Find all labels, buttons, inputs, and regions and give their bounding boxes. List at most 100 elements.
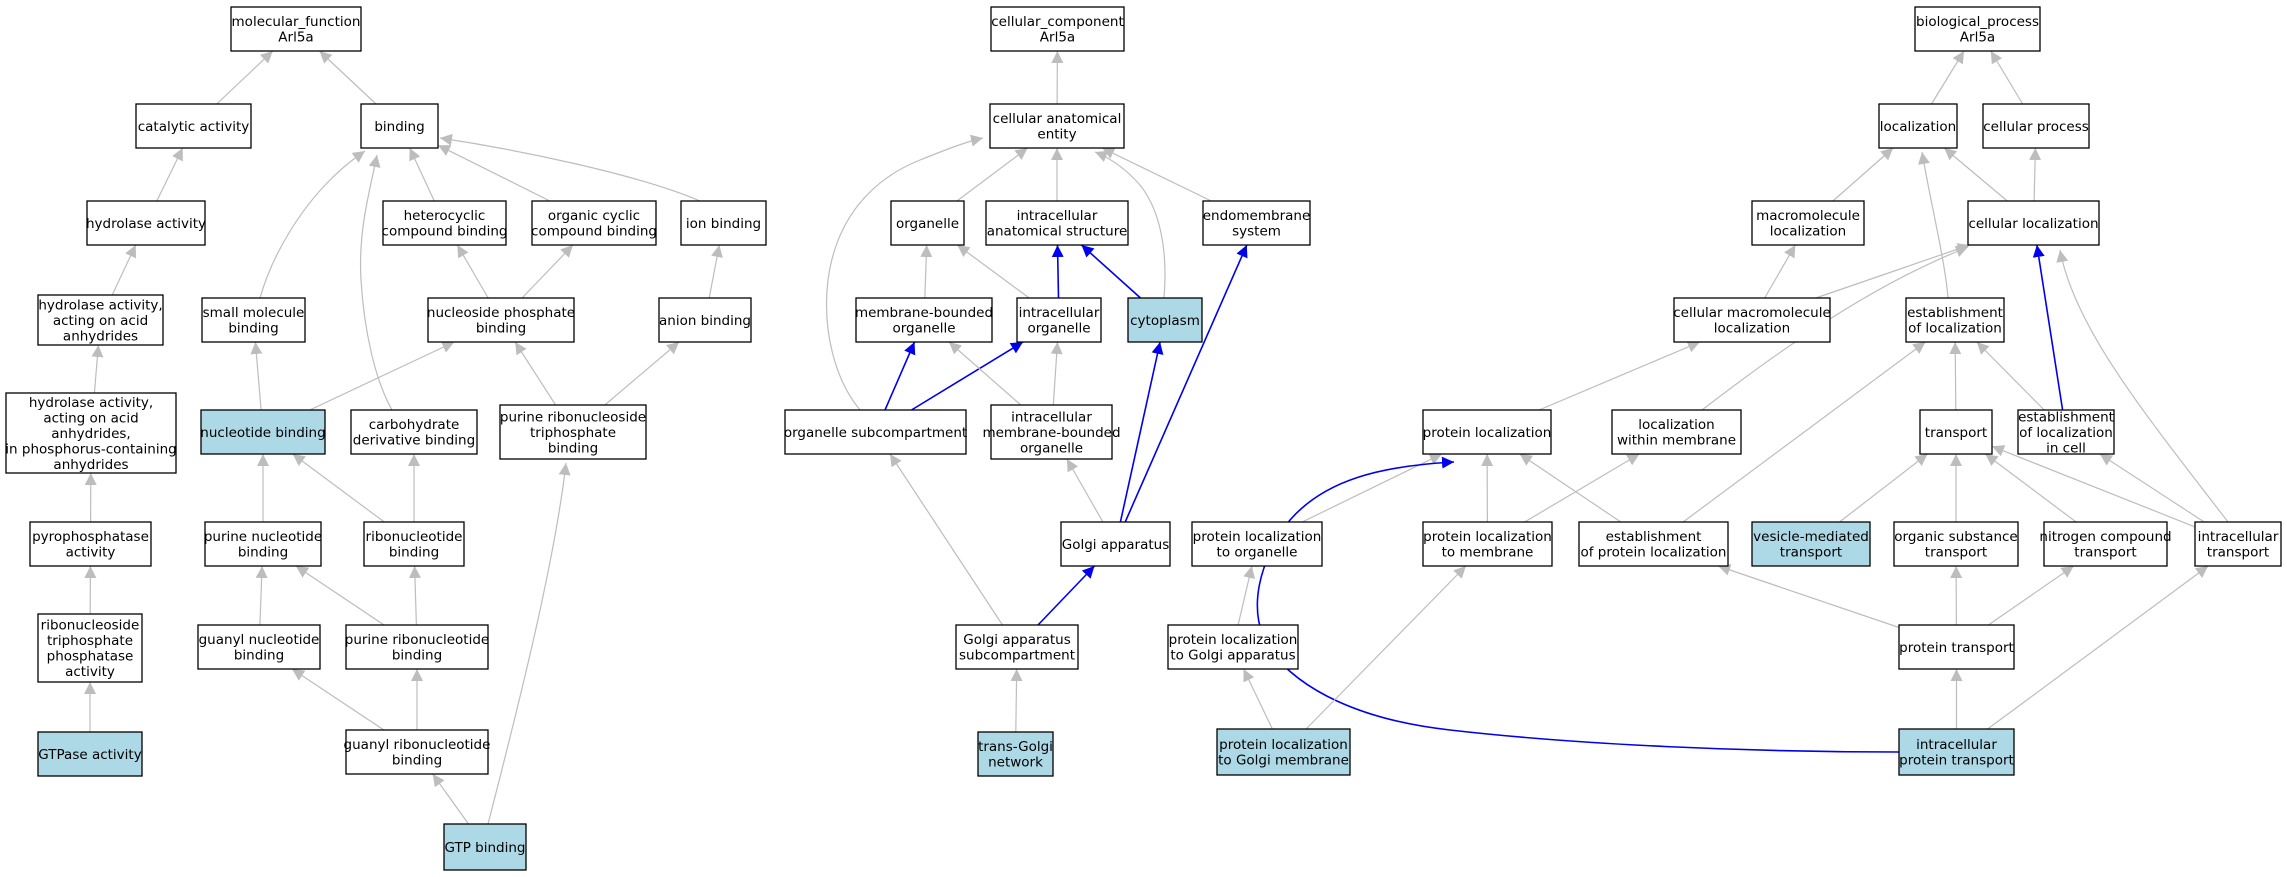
- edge-hydacid-to-hydrolase: [111, 244, 137, 296]
- node-label: membrane-bounded: [855, 305, 993, 321]
- node-label: anhydrides,: [51, 426, 130, 442]
- go-term-node[interactable]: localization: [1878, 103, 1958, 149]
- edge-intraprot-to-protloc: [1256, 456, 1900, 753]
- edge-hydrolase-to-catalytic: [156, 147, 184, 202]
- go-term-node[interactable]: Golgi apparatus: [1060, 521, 1171, 567]
- go-term-node[interactable]: hydrolase activity,acting on acidanhydri…: [5, 392, 177, 474]
- go-term-node[interactable]: transport: [1919, 409, 1993, 455]
- go-term-node[interactable]: organelle: [890, 200, 965, 246]
- edge-cyto-to-ias: [1080, 244, 1142, 299]
- node-box: [1060, 521, 1171, 567]
- node-label: intracellular: [1011, 409, 1092, 425]
- go-term-node[interactable]: protein transport: [1898, 624, 2015, 670]
- edge-nucphos-to-hetero: [456, 244, 489, 299]
- go-term-node[interactable]: binding: [360, 103, 439, 149]
- node-label: activity: [66, 545, 116, 561]
- go-term-node[interactable]: hydrolase activity,acting on acidanhydri…: [37, 294, 164, 346]
- node-box: [1167, 624, 1299, 670]
- node-label: binding: [238, 545, 288, 561]
- edge-orgcyc-to-binding: [437, 144, 551, 202]
- go-term-node[interactable]: cellular localization: [1967, 200, 2100, 246]
- edge-hydphos-to-hydacid: [91, 344, 104, 394]
- edge-gtp-to-purtri: [487, 462, 571, 825]
- go-term-node[interactable]: ion binding: [680, 200, 767, 246]
- node-box: [1967, 200, 2100, 246]
- node-box: [1751, 521, 1871, 567]
- node-label: guanyl ribonucleotide: [344, 737, 491, 753]
- go-term-node[interactable]: catalytic activity: [135, 103, 252, 149]
- node-label: binding: [389, 545, 439, 561]
- go-term-node[interactable]: ribonucleosidetriphosphatephosphataseact…: [37, 613, 143, 683]
- node-label: pyrophosphatase: [32, 529, 149, 545]
- node-label: GTP binding: [445, 840, 526, 856]
- node-label: to organelle: [1217, 545, 1298, 561]
- go-term-node[interactable]: GTPase activity: [37, 731, 143, 777]
- go-term-node[interactable]: cytoplasm: [1127, 297, 1203, 343]
- go-term-node[interactable]: cellular process: [1982, 103, 2090, 149]
- node-label: nucleoside phosphate: [427, 305, 575, 321]
- edge-transport-to-estloc: [1949, 341, 1962, 411]
- node-label: to Golgi apparatus: [1170, 648, 1295, 664]
- go-term-node[interactable]: anion binding: [658, 297, 752, 343]
- edge-layer: [84, 50, 2229, 825]
- node-label: establishment: [1907, 305, 2003, 321]
- node-label: Golgi apparatus: [963, 632, 1070, 648]
- node-box: [201, 297, 306, 343]
- node-label: cellular process: [1983, 119, 2089, 135]
- go-term-node[interactable]: protein localization: [1422, 409, 1552, 455]
- node-box: [443, 823, 527, 871]
- node-label: organic substance: [1894, 529, 2017, 545]
- edge-prottrans-to-nitro: [1987, 565, 2075, 626]
- go-term-node[interactable]: GTP binding: [443, 823, 527, 871]
- edge-endo-to-cae: [1101, 147, 1212, 202]
- edge-protloc-to-cmacroloc: [1538, 341, 1701, 411]
- node-label: purine ribonucleoside: [500, 409, 646, 425]
- node-label: transport: [1925, 425, 1987, 441]
- node-label: protein transport: [1899, 640, 2014, 656]
- go-term-node[interactable]: nucleotide binding: [200, 409, 326, 455]
- edge-intra-to-cellloc: [2056, 249, 2229, 523]
- go-term-node[interactable]: organelle subcompartment: [784, 409, 967, 455]
- node-box: [345, 624, 489, 670]
- go-term-node[interactable]: hydrolase activity: [86, 200, 206, 246]
- node-label: of protein localization: [1580, 545, 1726, 561]
